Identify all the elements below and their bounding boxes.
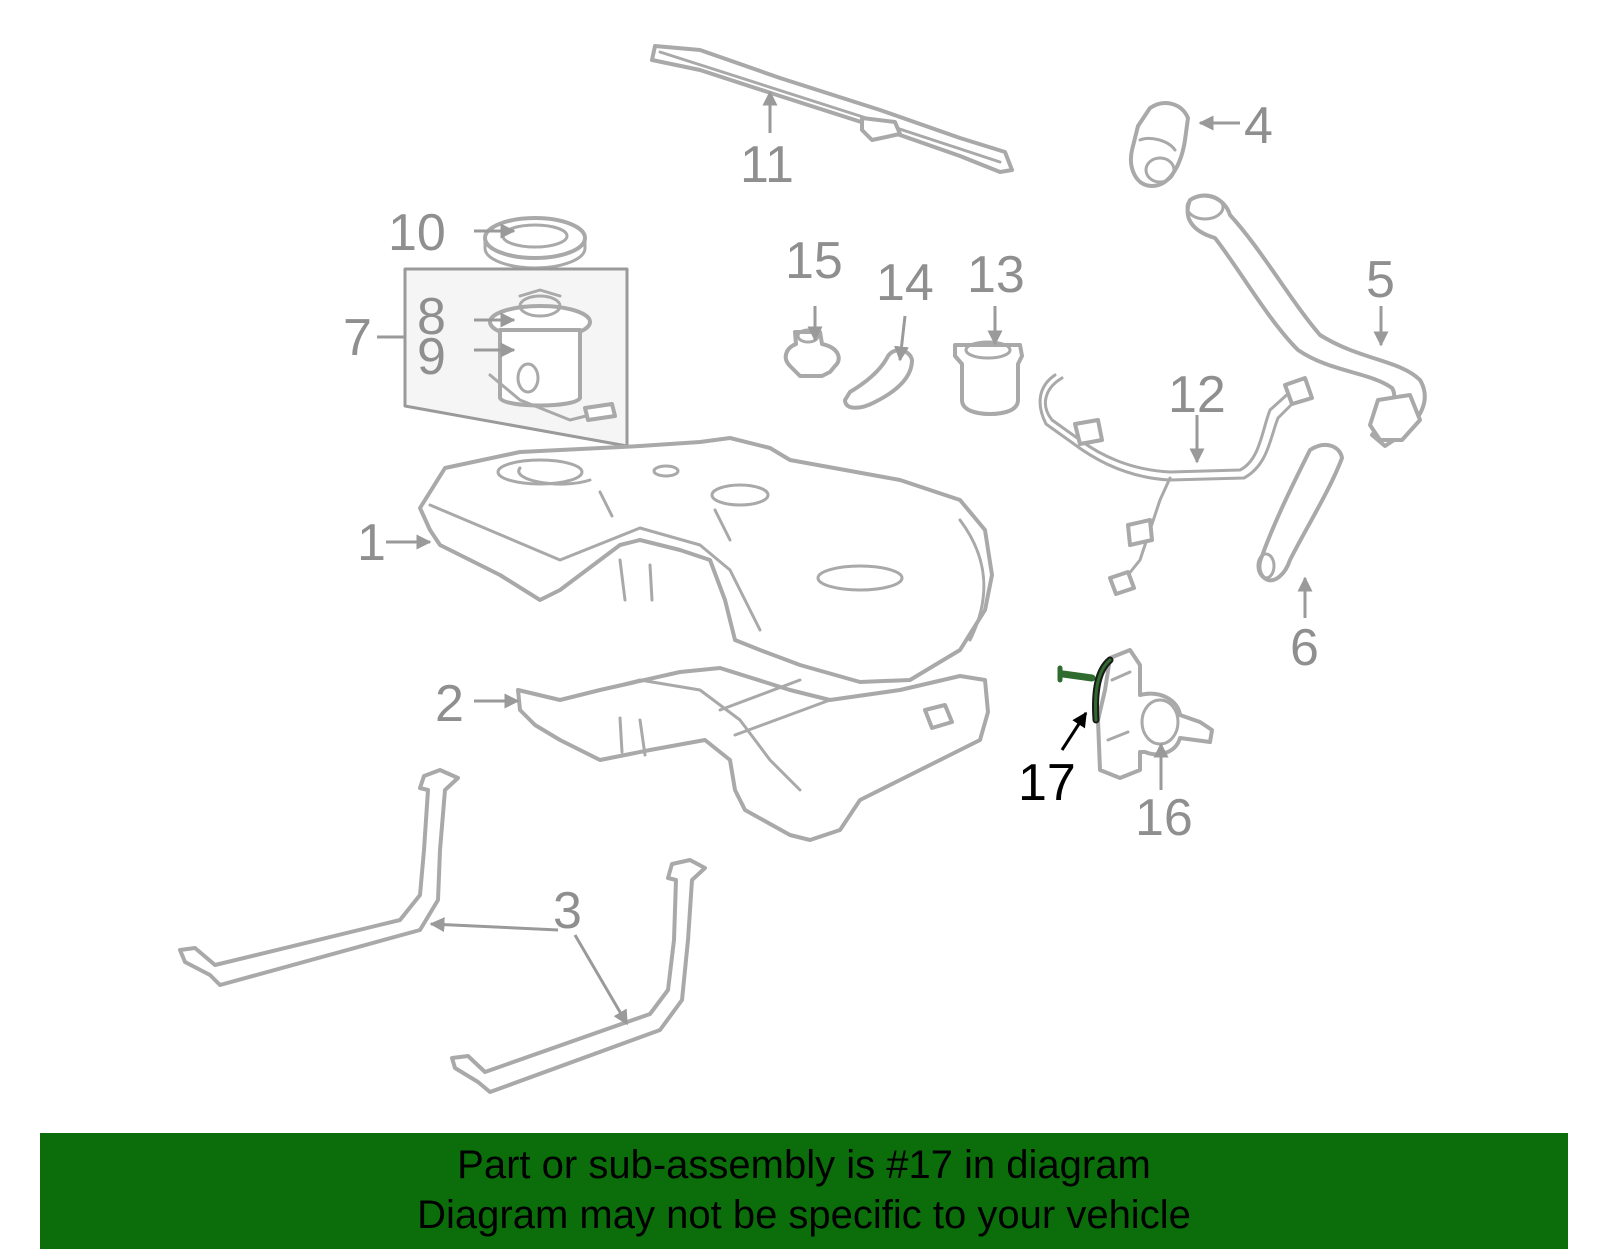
info-banner: Part or sub-assembly is #17 in diagram D… — [40, 1133, 1568, 1249]
part-2-heat-shield — [516, 666, 990, 842]
part-10-lock-ring — [483, 216, 587, 270]
part-11-tube-assembly — [650, 44, 1014, 174]
callout-10: 10 — [388, 204, 446, 262]
callout-3: 3 — [553, 882, 582, 940]
callout-6: 6 — [1290, 619, 1319, 677]
callout-14: 14 — [876, 254, 934, 312]
part-1-fuel-tank — [418, 436, 994, 684]
callout-17: 17 — [1018, 754, 1076, 812]
callout-1: 1 — [357, 514, 386, 572]
callout-16: 16 — [1135, 789, 1193, 847]
part-4-filler-cap — [1129, 101, 1190, 188]
part-12-vapor-line — [1038, 373, 1314, 596]
callout-2: 2 — [435, 675, 464, 733]
part-5-filler-pipe — [1185, 193, 1427, 448]
banner-disclaimer: Diagram may not be specific to your vehi… — [417, 1193, 1191, 1237]
callout-11: 11 — [740, 136, 794, 194]
callout-4: 4 — [1244, 97, 1273, 155]
part-7-pump-module-box — [403, 267, 629, 448]
part-3-tank-straps — [178, 768, 707, 1094]
banner-part-note: Part or sub-assembly is #17 in diagram — [457, 1143, 1151, 1187]
part-14-hose — [843, 348, 914, 410]
callout-9: 9 — [417, 328, 446, 386]
callout-15: 15 — [785, 232, 843, 290]
part-13-filter — [953, 340, 1024, 416]
part-16-fuel-pump — [1096, 648, 1214, 780]
part-15-valve — [783, 328, 841, 378]
callout-7: 7 — [343, 309, 372, 367]
part-6-hose — [1256, 442, 1344, 583]
callout-8: 8 — [417, 288, 446, 346]
callout-labels: 11 4 5 6 10 7 8 9 15 14 13 12 1 2 3 16 1… — [343, 97, 1395, 940]
part-17-bolt — [1057, 656, 1114, 724]
leader-lines — [377, 90, 1389, 1026]
callout-13: 13 — [967, 246, 1025, 304]
callout-12: 12 — [1168, 366, 1226, 424]
callout-5: 5 — [1366, 251, 1395, 309]
